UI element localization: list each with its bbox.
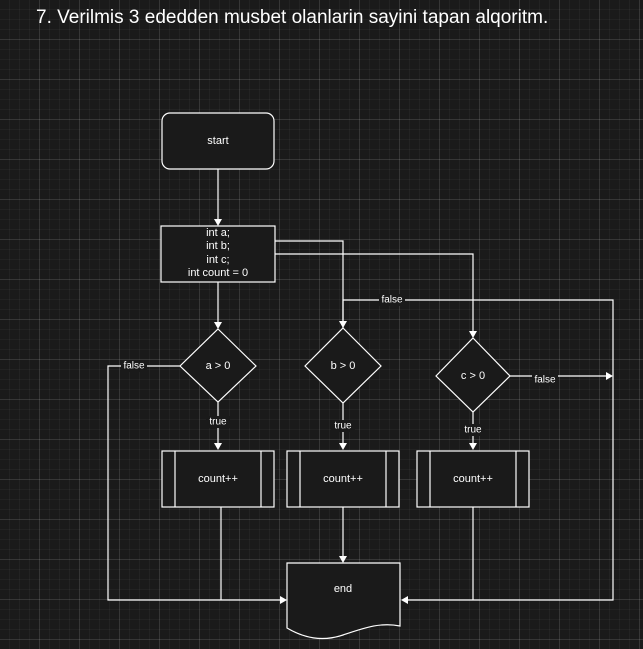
init-line-1: int a; [206,227,230,239]
label-background [206,416,230,428]
count-c-node [416,450,530,508]
arrowhead [339,443,347,450]
end-label: end [334,583,352,595]
label-background [532,374,558,386]
init-line-4: int count = 0 [188,267,248,279]
count-a-node [161,450,275,508]
count-c-label: count++ [453,473,493,485]
condition-a-node [179,328,257,403]
label-background [121,360,147,372]
condition-c-label: c > 0 [461,370,485,382]
edge-label-c-false: false [534,375,556,386]
arrowhead [280,596,287,604]
end-node [286,562,401,640]
label-background [331,420,355,432]
count-b-node [286,450,400,508]
edge-label-a-true: true [209,417,227,428]
label-background [379,294,405,306]
page-title: 7. Verilmis 3 ededden musbet olanlarin s… [36,7,549,28]
edge-label-b-false: false [381,295,403,306]
condition-a-label: a > 0 [206,360,231,372]
condition-b-node [304,327,382,404]
condition-b-label: b > 0 [331,360,356,372]
edge-init-to-cond-b [275,240,344,322]
arrowhead [214,322,222,329]
edge-label-c-true: true [464,425,482,436]
edge-cond-b-false [342,299,614,601]
count-b-label: count++ [323,473,363,485]
count-a-label: count++ [198,473,238,485]
condition-c-node [435,337,511,413]
arrowhead [606,372,613,380]
init-node [160,225,276,283]
start-node [161,112,275,170]
arrowhead [401,596,408,604]
label-background [461,424,485,436]
edge-label-b-true: true [334,421,352,432]
arrowhead [469,443,477,450]
init-line-2: int b; [206,240,230,252]
edge-init-to-cond-c [275,253,474,332]
init-line-3: int c; [206,254,229,266]
arrowhead [214,219,222,226]
arrowhead [339,556,347,563]
start-label: start [207,135,228,147]
edge-label-a-false: false [123,361,145,372]
arrowhead [214,443,222,450]
arrowhead [469,331,477,338]
